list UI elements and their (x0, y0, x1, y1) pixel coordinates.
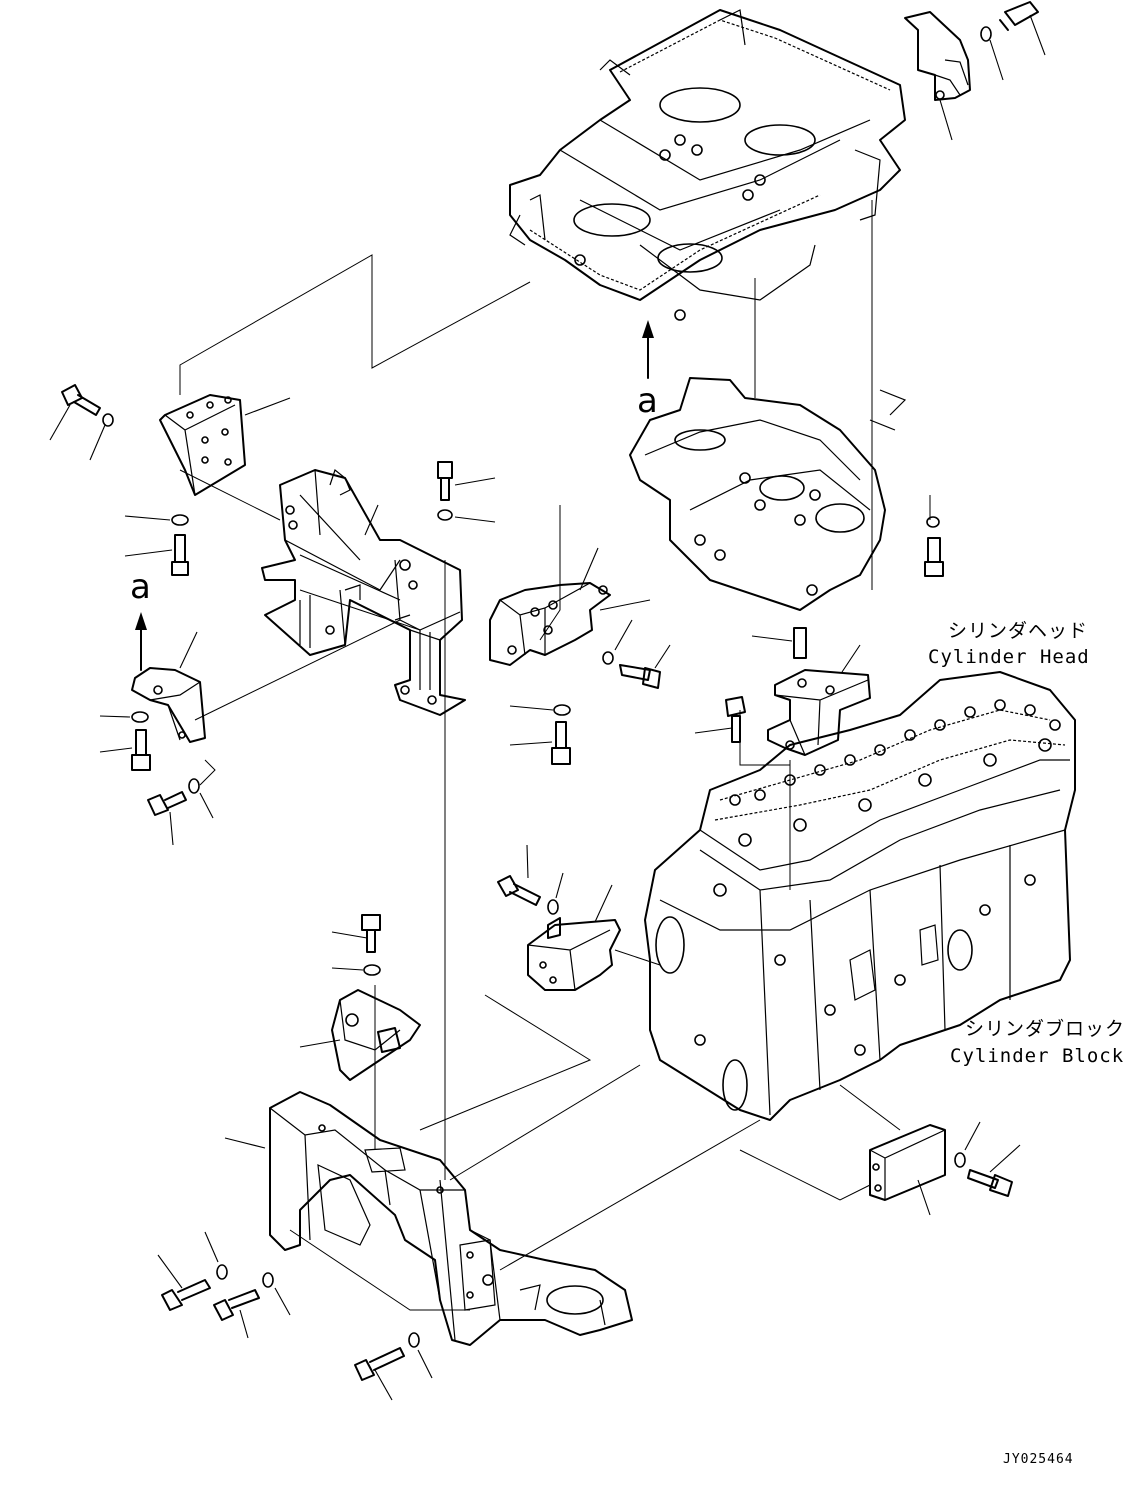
manifold-gasket-plate (629, 377, 907, 611)
cylinder-block-label-en: Cylinder Block (950, 1045, 1124, 1067)
bolt-pedestal (694, 696, 746, 743)
small-bracket-left (131, 631, 206, 743)
washer-top-right (980, 26, 1004, 81)
view-marker-left: a (130, 567, 151, 607)
dowel-pin (751, 627, 807, 659)
center-mount-bracket (489, 547, 611, 666)
washer-heat-shield-lower (124, 514, 189, 526)
washer-gasket-right (926, 516, 940, 528)
support-frame-bracket (261, 468, 466, 716)
bolt-center-mount (619, 644, 671, 689)
view-marker-top: a (637, 381, 658, 421)
bolt-lower-bracket (331, 914, 381, 953)
engine-mount-frame (224, 1091, 633, 1346)
heat-shield-cover (159, 394, 291, 496)
bolt-spacer (967, 1144, 1021, 1197)
pedestal-bracket (767, 644, 871, 756)
bolt-heat-shield (49, 384, 101, 441)
drawing-number: JY025464 (1003, 1452, 1074, 1467)
cylinder-head-label-en: Cylinder Head (928, 646, 1090, 668)
washer-heat-shield (89, 413, 114, 461)
washer-frame-top (437, 509, 496, 523)
washer-frame-left (204, 1231, 228, 1280)
top-right-bracket (904, 11, 971, 101)
bolt-small-bracket (99, 729, 151, 771)
cylinder-block (644, 671, 1076, 1121)
washer-center-mount-lower (509, 704, 571, 716)
intake-manifold (509, 9, 906, 321)
bolt-center-mount-lower (509, 721, 571, 765)
washer-center-mount (602, 619, 633, 665)
washer-frame-bottom (408, 1332, 433, 1379)
bolt-top-right (999, 1, 1046, 56)
cylinder-head-label-jp: シリンダヘッド (948, 620, 1088, 642)
bolt-frame-bottom (354, 1347, 405, 1401)
view-arrow-left (135, 612, 147, 671)
bolt-heat-shield-lower (124, 534, 189, 576)
block-mount-bracket (527, 884, 621, 991)
washer-frame-left-lower (262, 1272, 291, 1316)
washer-small-bracket-side (188, 778, 214, 819)
cylinder-block-label-jp: シリンダブロック (965, 1017, 1125, 1040)
spacer-block (869, 1124, 946, 1216)
bolt-gasket-right (924, 537, 944, 577)
leader-bracket-top-right (939, 99, 953, 141)
washer-small-bracket (99, 711, 149, 723)
bolt-frame-top (437, 461, 496, 501)
bolt-block-mount (497, 844, 541, 906)
washer-spacer (954, 1121, 981, 1168)
assembly-lines (179, 200, 931, 1311)
lower-bracket (299, 989, 421, 1081)
view-arrow-top (642, 320, 654, 379)
washer-block-mount (547, 872, 564, 915)
washer-lower-bracket (331, 964, 381, 976)
bolt-small-bracket-side (147, 791, 187, 846)
bolt-frame-left-lower (213, 1289, 260, 1339)
bolt-frame-left (157, 1254, 211, 1311)
